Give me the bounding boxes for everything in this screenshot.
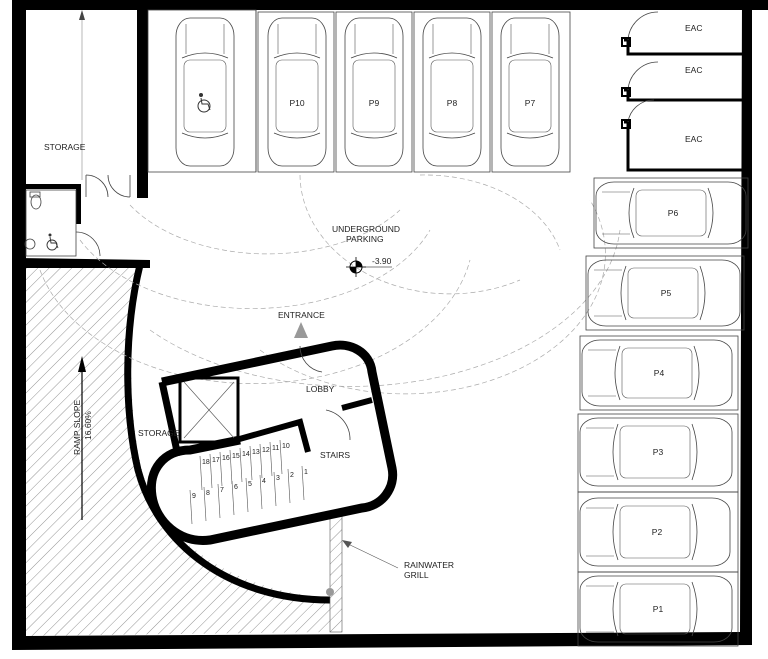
stair-number-16: 16 — [222, 455, 230, 462]
ramp-area — [26, 268, 330, 636]
stair-number-15: 15 — [232, 453, 240, 460]
stair-step-1: 1 — [301, 465, 308, 501]
car-top-1 — [175, 17, 235, 167]
wheelchair-icon — [197, 93, 211, 113]
stair-number-4: 4 — [262, 478, 266, 485]
lobby-label: LOBBY — [306, 384, 335, 394]
stair-number-11: 11 — [272, 445, 279, 452]
top-cars: P10 P9 P8 P7 — [175, 17, 560, 167]
car-top-3: P9 — [344, 17, 404, 167]
stair-step-11: 11 — [269, 441, 279, 477]
space-label-top-5: P7 — [525, 98, 536, 108]
car-right-3: P4 — [581, 339, 733, 407]
space-label-top-4: P8 — [447, 98, 458, 108]
stair-step-18: 18 — [199, 455, 210, 491]
stair-step-7: 7 — [217, 483, 224, 519]
stair-number-13: 13 — [252, 449, 260, 456]
space-label-p3: P3 — [653, 447, 664, 457]
space-label-p1: P1 — [653, 604, 664, 614]
stair-step-4: 4 — [259, 474, 266, 510]
level-marker-icon — [346, 257, 392, 277]
space-label-top-3: P9 — [369, 98, 380, 108]
stair-number-5: 5 — [248, 481, 252, 488]
outer-walls — [12, 0, 768, 650]
entrance-arrow-icon — [294, 322, 308, 338]
space-label-top-2: P10 — [289, 98, 304, 108]
wheelchair-icon — [46, 233, 59, 251]
level-value: -3.90 — [372, 256, 392, 266]
stair-step-10: 10 — [279, 439, 290, 475]
stair-step-13: 13 — [249, 445, 260, 481]
stair-number-12: 12 — [262, 447, 270, 454]
stair-step-16: 16 — [219, 451, 230, 487]
stair-number-18: 18 — [202, 459, 210, 466]
stair-number-2: 2 — [290, 472, 294, 479]
stair-number-9: 9 — [192, 493, 196, 500]
stair-step-14: 14 — [239, 447, 250, 483]
stair-step-12: 12 — [259, 443, 270, 479]
eac-label-2: EAC — [685, 65, 702, 75]
car-right-2: P5 — [587, 259, 741, 327]
stair-step-9: 9 — [189, 489, 196, 525]
storage-label-top: STORAGE — [44, 142, 86, 152]
stair-step-2: 2 — [287, 468, 294, 504]
stair-step-5: 5 — [245, 477, 252, 513]
stair-number-17: 17 — [212, 457, 220, 464]
eac-label-3: EAC — [685, 134, 702, 144]
space-label-p6: P6 — [668, 208, 679, 218]
stair-core — [146, 340, 398, 545]
stair-number-8: 8 — [206, 490, 210, 497]
entrance-label: ENTRANCE — [278, 310, 325, 320]
right-parking-row — [577, 177, 749, 647]
stair-number-7: 7 — [220, 487, 224, 494]
rainwater-grill — [329, 511, 343, 633]
stair-step-15: 15 — [229, 449, 240, 485]
stair-number-6: 6 — [234, 484, 238, 491]
car-right-5: P2 — [579, 497, 731, 567]
stair-number-3: 3 — [276, 475, 280, 482]
car-right-1: P6 — [595, 181, 747, 245]
space-label-p4: P4 — [654, 368, 665, 378]
stair-step-6: 6 — [231, 480, 238, 516]
car-top-2: P10 — [267, 17, 327, 167]
stair-step-8: 8 — [203, 486, 210, 522]
space-label-p5: P5 — [661, 288, 672, 298]
ramp-slope-value: 16.60% — [83, 411, 93, 440]
car-top-5: P7 — [500, 17, 560, 167]
wc-room — [24, 189, 101, 257]
space-label-p2: P2 — [652, 527, 663, 537]
ramp-slope-label: RAMP SLOPE — [72, 400, 82, 455]
car-top-4: P8 — [422, 17, 482, 167]
car-right-6: P1 — [579, 575, 733, 643]
stairs-label: STAIRS — [320, 450, 350, 460]
stair-step-3: 3 — [273, 471, 280, 507]
eac-rooms — [621, 11, 742, 172]
rainwater-label: RAINWATER — [404, 560, 454, 570]
stair-number-10: 10 — [282, 443, 290, 450]
drain-point — [326, 588, 334, 596]
underground-label: UNDERGROUND — [332, 224, 400, 234]
eac-label-1: EAC — [685, 23, 702, 33]
stair-step-17: 17 — [209, 453, 220, 489]
top-parking-row — [147, 9, 571, 173]
ramp-direction-arrow-icon — [78, 356, 86, 520]
stair-number-14: 14 — [242, 451, 250, 458]
ramp-curve-wall — [124, 264, 331, 604]
stair-number-1: 1 — [304, 469, 308, 476]
grill-label: GRILL — [404, 570, 429, 580]
car-right-4: P3 — [579, 417, 733, 487]
parking-label: PARKING — [346, 234, 384, 244]
storage-label-mid: STORAGE — [138, 428, 180, 438]
